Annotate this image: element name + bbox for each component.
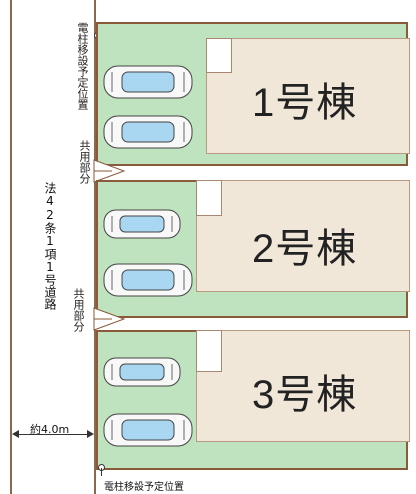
building-2-label: 2号棟 bbox=[252, 227, 358, 271]
house-2 bbox=[196, 180, 410, 292]
shared-area-marker-2 bbox=[93, 307, 126, 331]
car-3b bbox=[103, 413, 193, 447]
arrowhead-right bbox=[87, 430, 94, 438]
pole-label-top: 電柱移設予定位置 bbox=[76, 22, 89, 110]
lot-1-small-rect bbox=[206, 38, 232, 73]
road-edge-right bbox=[94, 0, 96, 494]
road-label: 法42条1項1号道路 bbox=[43, 182, 57, 310]
arrowhead-left bbox=[12, 430, 19, 438]
road-width-label: 約4.0m bbox=[30, 423, 70, 436]
car-1a bbox=[103, 65, 193, 99]
road-area bbox=[0, 0, 96, 494]
pole-label-bottom: 電柱移設予定位置 bbox=[104, 482, 184, 493]
house-1 bbox=[206, 38, 410, 154]
road-edge-left bbox=[10, 0, 12, 494]
car-3a bbox=[103, 357, 181, 387]
road-width-arrow bbox=[14, 434, 92, 435]
lot-3-small-rect bbox=[196, 330, 222, 372]
building-1-label: 1号棟 bbox=[252, 81, 358, 125]
pole-leader-bottom bbox=[101, 468, 102, 476]
building-3-label: 3号棟 bbox=[252, 373, 358, 417]
house-3 bbox=[196, 330, 410, 442]
car-1b bbox=[103, 115, 193, 149]
lot-2-small-rect bbox=[196, 180, 222, 216]
shared-area-label-2: 共用部分 bbox=[72, 288, 85, 332]
shared-area-marker-1 bbox=[93, 159, 126, 183]
car-2a bbox=[103, 209, 181, 239]
shared-area-label-1: 共用部分 bbox=[78, 140, 91, 184]
car-2b bbox=[103, 263, 193, 297]
